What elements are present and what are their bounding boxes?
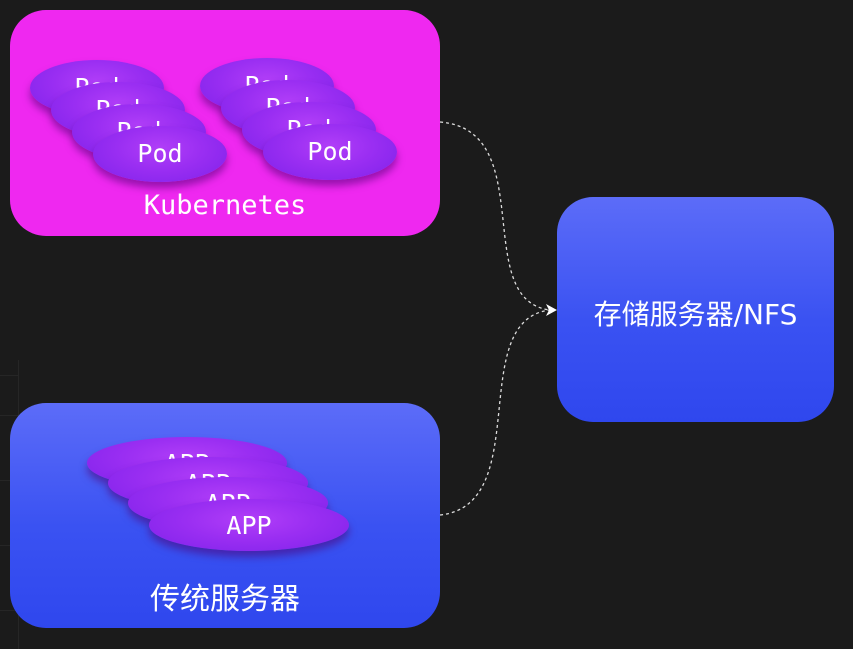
app-label: APP xyxy=(226,511,272,540)
grid-line xyxy=(0,415,18,416)
grid-line xyxy=(0,480,18,481)
connector-kubernetes-to-storage xyxy=(439,121,551,311)
storage-server-box: 存储服务器/NFS xyxy=(557,197,834,422)
legacy-server-label: 传统服务器 xyxy=(150,582,300,617)
pod-node: Pod xyxy=(263,124,397,180)
grid-line xyxy=(0,545,18,546)
arrowhead-icon xyxy=(546,304,557,316)
connector-legacy-to-storage xyxy=(439,309,551,516)
app-node: APP xyxy=(149,499,349,551)
pod-node: Pod xyxy=(93,126,227,182)
grid-line xyxy=(0,375,18,376)
legacy-server-box: APP APP APP APP 传统服务器 xyxy=(10,403,440,628)
storage-server-label: 存储服务器/NFS xyxy=(593,298,798,331)
kubernetes-label: Kubernetes xyxy=(143,190,307,221)
pod-label: Pod xyxy=(137,139,183,168)
grid-line xyxy=(0,610,18,611)
kubernetes-box: Pod Pod Pod Pod Pod Pod Pod Pod Kubernet… xyxy=(10,10,440,236)
pod-label: Pod xyxy=(307,137,353,166)
